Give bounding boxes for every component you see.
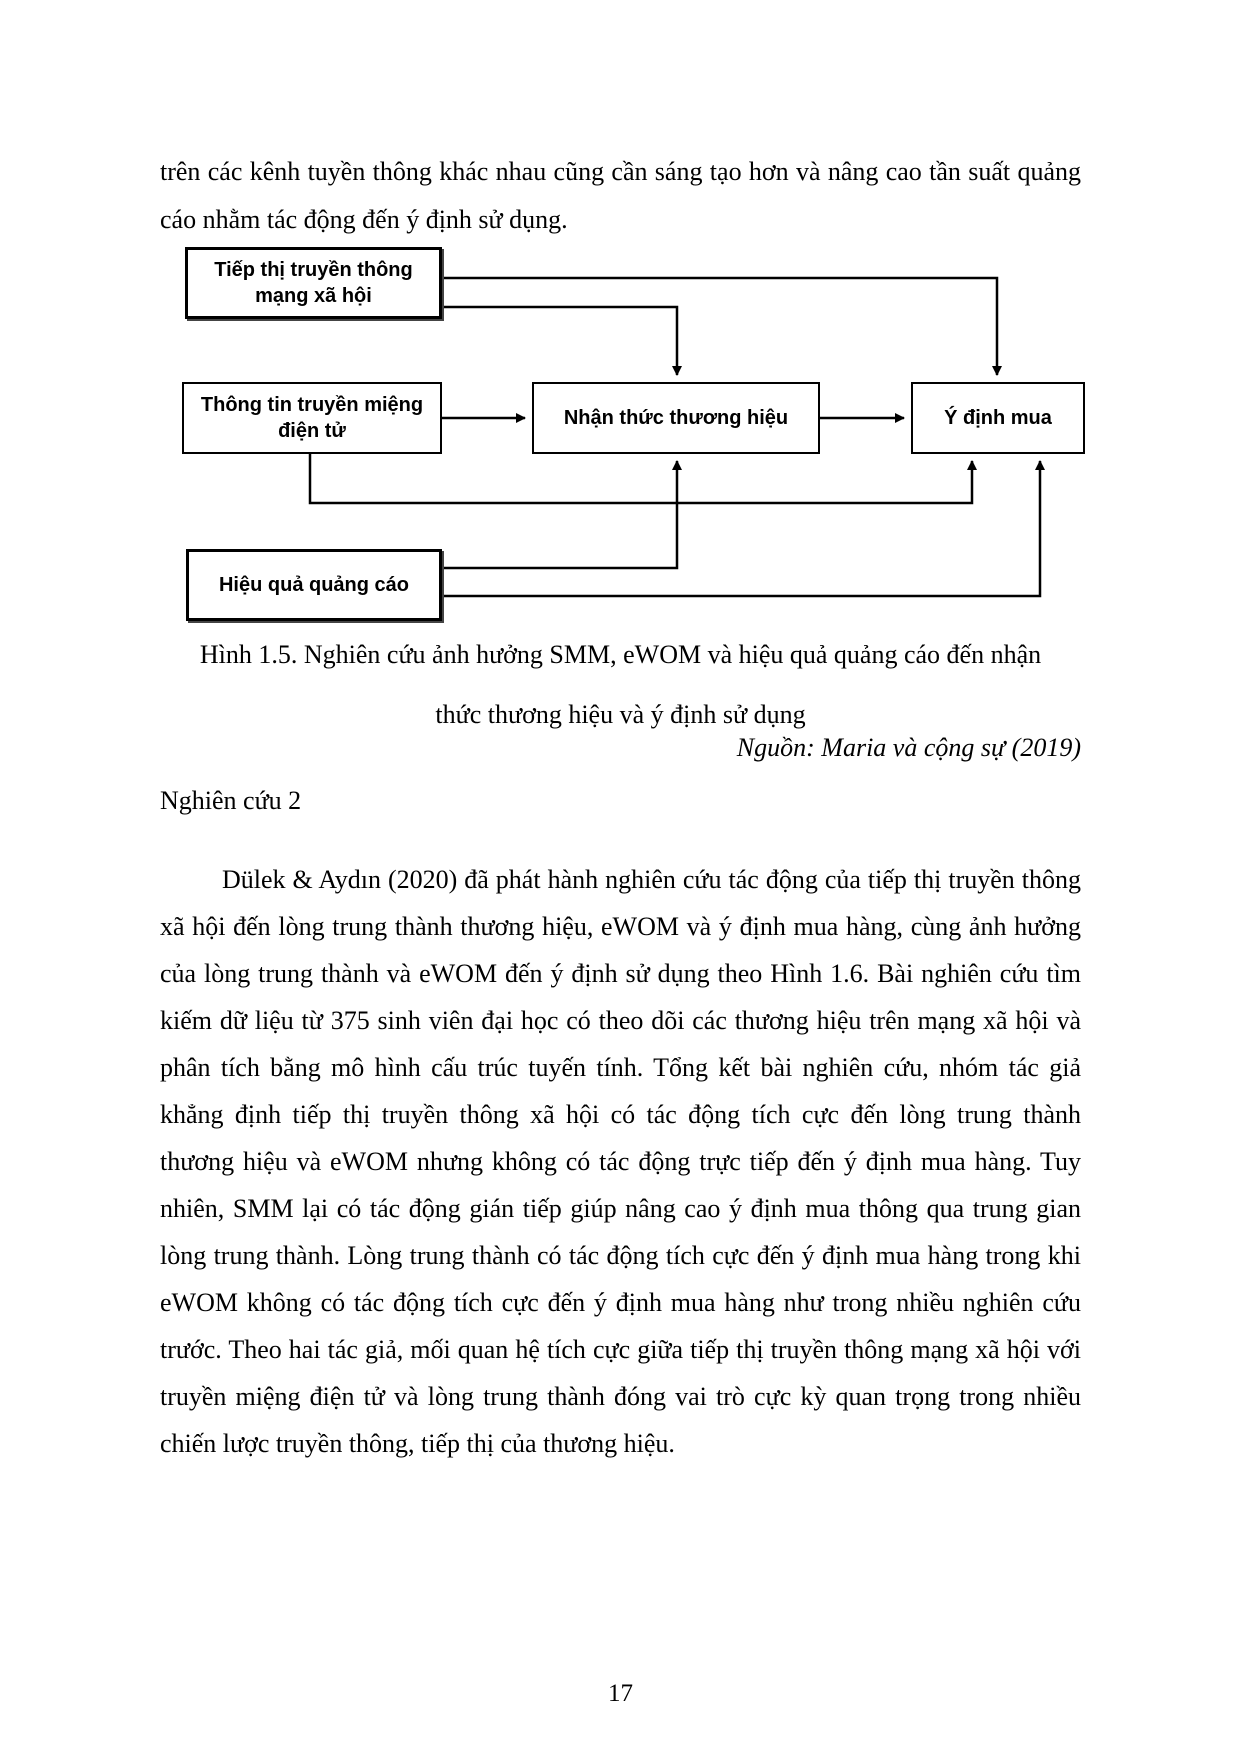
section-heading: Nghiên cứu 2	[160, 786, 302, 815]
arrow-ewom-to-intent	[308, 454, 977, 505]
main-paragraph: Dülek & Aydın (2020) đã phát hành nghiên…	[160, 865, 1081, 1458]
node-purchase-intention: Ý định mua	[911, 382, 1085, 454]
node-label: Ý định mua	[944, 407, 1052, 429]
arrow-smm-to-intent	[442, 276, 1002, 376]
node-label: Thông tin truyền miệng	[200, 394, 424, 416]
figure-caption-line1: Hình 1.5. Nghiên cứu ảnh hưởng SMM, eWOM…	[199, 640, 1042, 669]
figure-caption: Hình 1.5. Nghiên cứu ảnh hưởng SMM, eWOM…	[160, 625, 1081, 745]
figure-source: Nguồn: Maria và cộng sự (2019)	[736, 733, 1081, 762]
page-number: 17	[608, 1680, 633, 1707]
diagram-arrows	[308, 276, 1045, 598]
figure-1-5-diagram: Tiếp thị truyền thông mạng xã hội Thông …	[150, 235, 1110, 630]
node-ewom: Thông tin truyền miệng điện tử	[182, 382, 442, 454]
node-label: điện tử	[278, 420, 346, 442]
node-brand-awareness: Nhận thức thương hiệu	[532, 382, 820, 454]
node-social-media-marketing: Tiếp thị truyền thông mạng xã hội	[185, 247, 442, 319]
arrow-ad-to-brand	[442, 460, 682, 570]
node-label: Hiệu quả quảng cáo	[218, 574, 410, 596]
node-label: Tiếp thị truyền thông	[214, 259, 413, 281]
node-label: mạng xã hội	[255, 285, 372, 307]
node-label: Nhận thức thương hiệu	[563, 407, 789, 429]
arrow-ad-to-intent	[442, 460, 1045, 598]
node-advertising-effectiveness: Hiệu quả quảng cáo	[186, 549, 442, 621]
intro-paragraph: trên các kênh tuyền thông khác nhau cũng…	[160, 157, 1081, 234]
figure-caption-line2: thức thương hiệu và ý định sử dụng	[435, 700, 806, 729]
arrow-smm-to-brand	[442, 305, 682, 376]
